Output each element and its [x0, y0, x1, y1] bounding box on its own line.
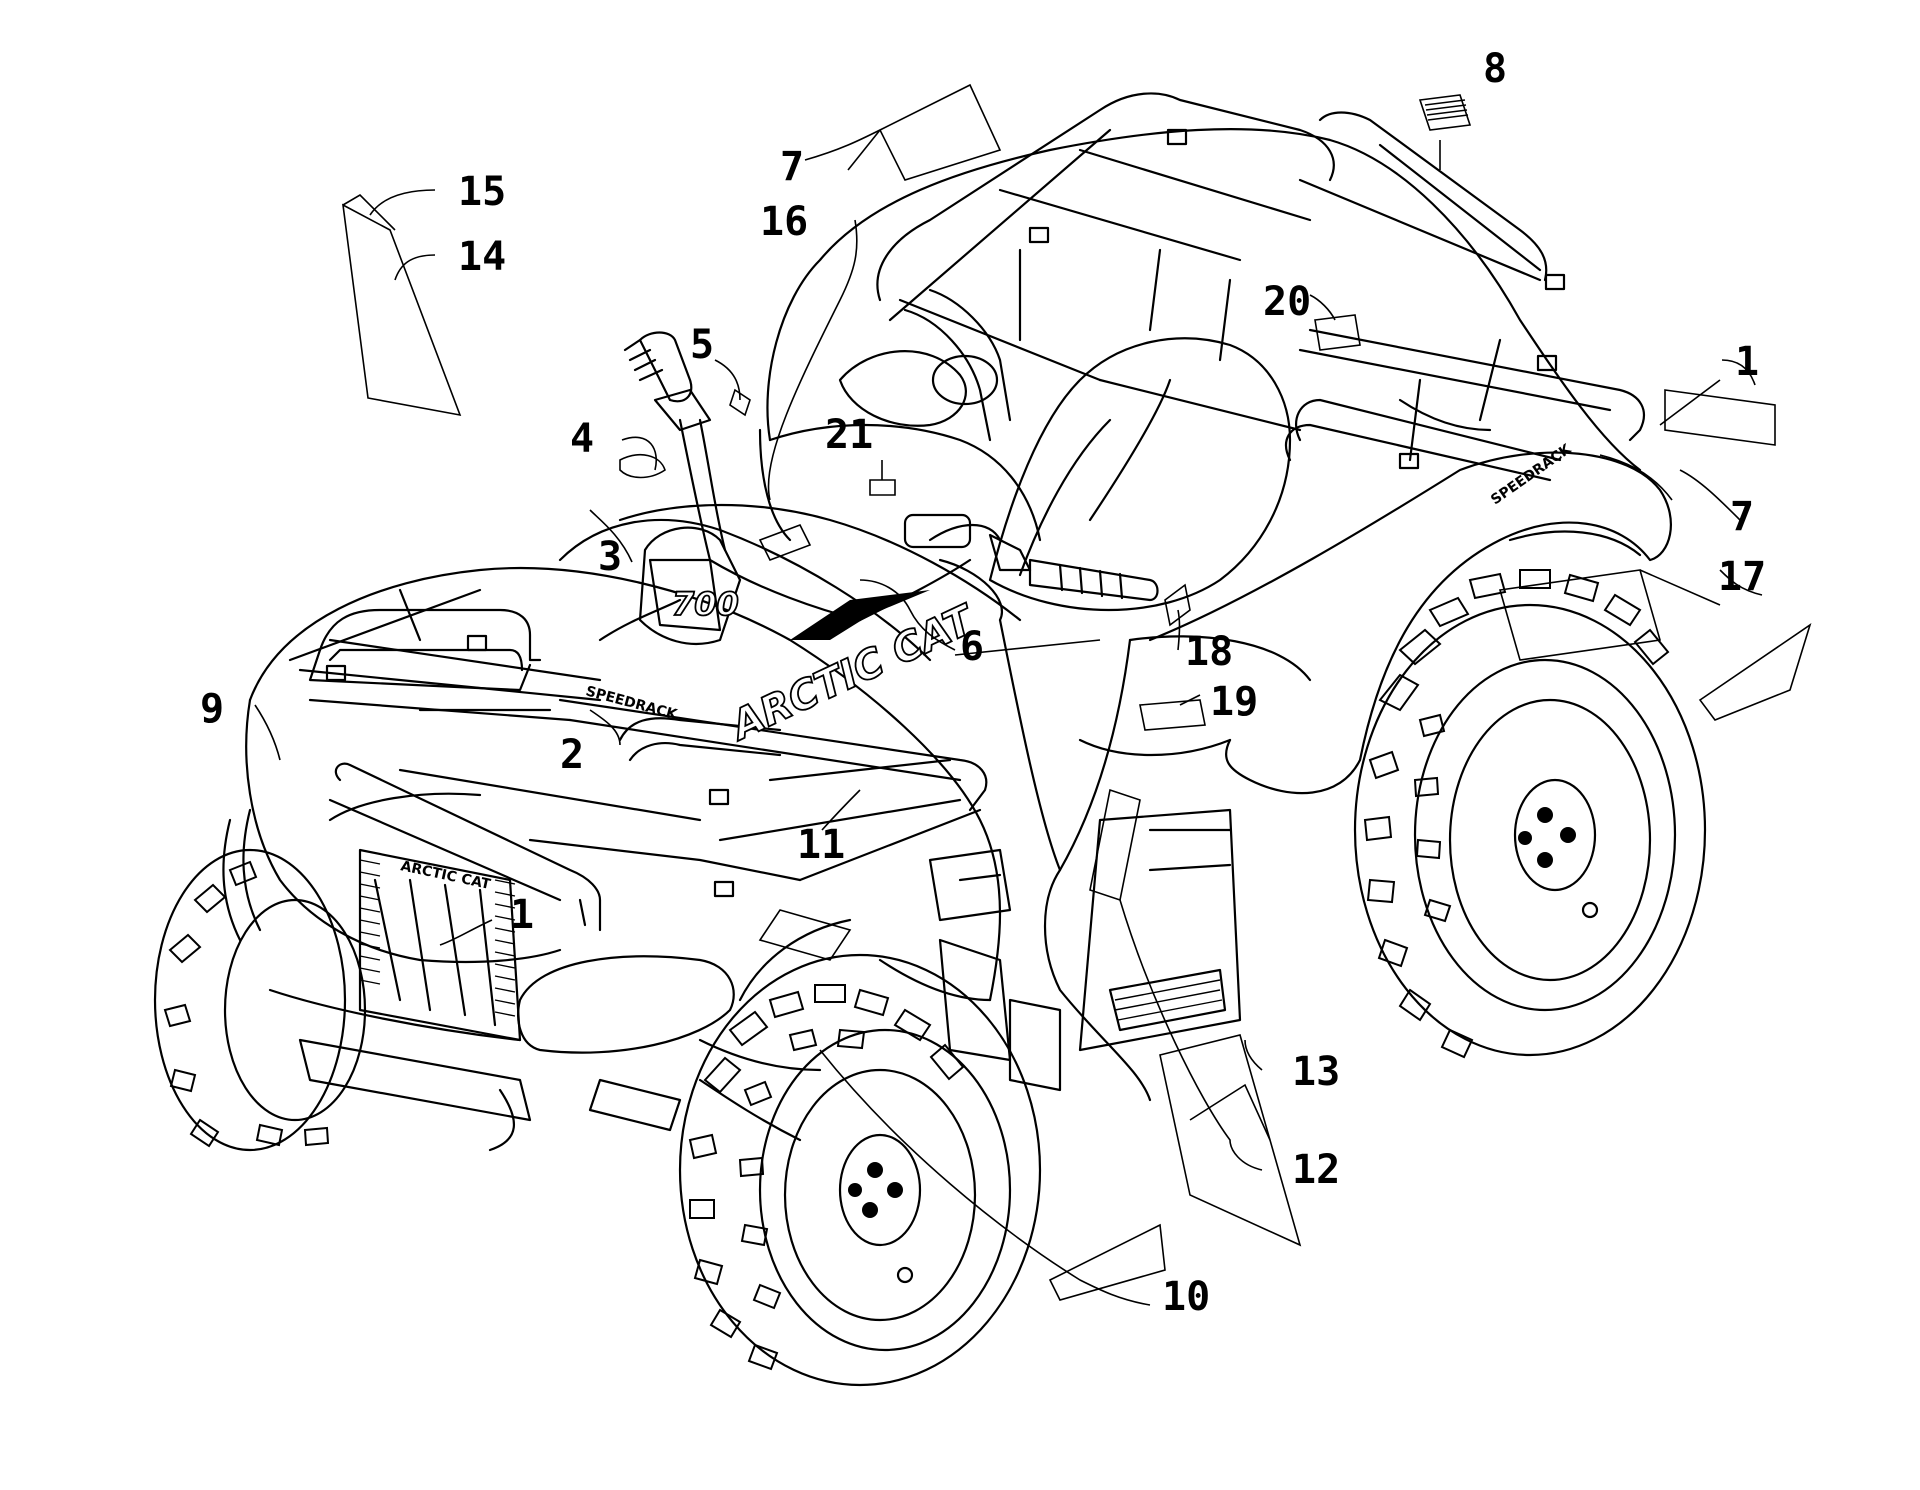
side-brand-decal: ARCTIC CAT — [721, 590, 984, 751]
decal-4 — [619, 454, 666, 479]
callout-labels: 15 14 7 16 8 1 7 17 18 19 20 21 5 4 3 6 … — [200, 46, 1766, 1320]
front-right-wheel — [678, 953, 1042, 1387]
decal-17-tail — [1698, 623, 1812, 721]
rear-rack — [876, 92, 1646, 522]
loose-decals — [342, 83, 1812, 1301]
decal-15 — [342, 193, 396, 231]
decal-20 — [1314, 314, 1361, 351]
callout-20: 20 — [1263, 279, 1311, 325]
front-rack-label-decal: SPEEDRACK — [584, 683, 680, 723]
callout-16: 16 — [760, 199, 808, 245]
front-rack — [288, 588, 988, 932]
speedrack-rear-text: SPEEDRACK — [1488, 441, 1575, 509]
rear-rack-label-decal: SPEEDRACK — [1488, 441, 1575, 509]
callout-1-front: 1 — [510, 892, 534, 938]
callout-21: 21 — [825, 412, 873, 458]
decal-14 — [342, 203, 462, 417]
callout-19: 19 — [1210, 679, 1258, 725]
callout-15: 15 — [458, 169, 506, 215]
leader-lines — [254, 129, 1763, 1306]
callout-12: 12 — [1292, 1147, 1340, 1193]
callout-18: 18 — [1185, 629, 1233, 675]
callout-6: 6 — [960, 624, 984, 670]
decal-17 — [1498, 569, 1662, 661]
decal-21 — [869, 479, 896, 496]
decal-6 — [758, 523, 812, 562]
decal-12 — [1159, 1034, 1302, 1247]
callout-4: 4 — [570, 416, 594, 462]
callout-2: 2 — [560, 732, 584, 778]
callout-17: 17 — [1718, 554, 1766, 600]
callout-9: 9 — [200, 686, 224, 732]
callout-1-rear: 1 — [1735, 339, 1759, 385]
decal-8 — [1418, 94, 1472, 131]
front-left-wheel — [153, 848, 367, 1152]
callout-11: 11 — [797, 822, 845, 868]
decal-1-rear — [1664, 389, 1776, 446]
pod-model-text: 700 — [672, 585, 739, 623]
decal-10-body — [758, 909, 852, 961]
decal-19 — [1139, 699, 1206, 731]
speedrack-front-text: SPEEDRACK — [584, 683, 680, 723]
handlebar-assembly: 700 — [598, 331, 1159, 645]
atv-body — [222, 128, 1672, 1152]
callout-14: 14 — [458, 234, 506, 280]
callout-7-rear: 7 — [1730, 494, 1754, 540]
decal-18 — [1164, 583, 1191, 627]
callout-3: 3 — [598, 534, 622, 580]
decal-5 — [729, 388, 751, 417]
callout-8: 8 — [1483, 46, 1507, 92]
rear-right-wheel — [1353, 569, 1707, 1059]
callout-10: 10 — [1162, 1274, 1210, 1320]
decal-7-top — [878, 83, 1002, 181]
decal-13 — [1189, 1083, 1271, 1141]
callout-7-top: 7 — [780, 144, 804, 190]
decal-10 — [1048, 1223, 1166, 1301]
callout-5: 5 — [690, 322, 714, 368]
callout-13: 13 — [1292, 1049, 1340, 1095]
